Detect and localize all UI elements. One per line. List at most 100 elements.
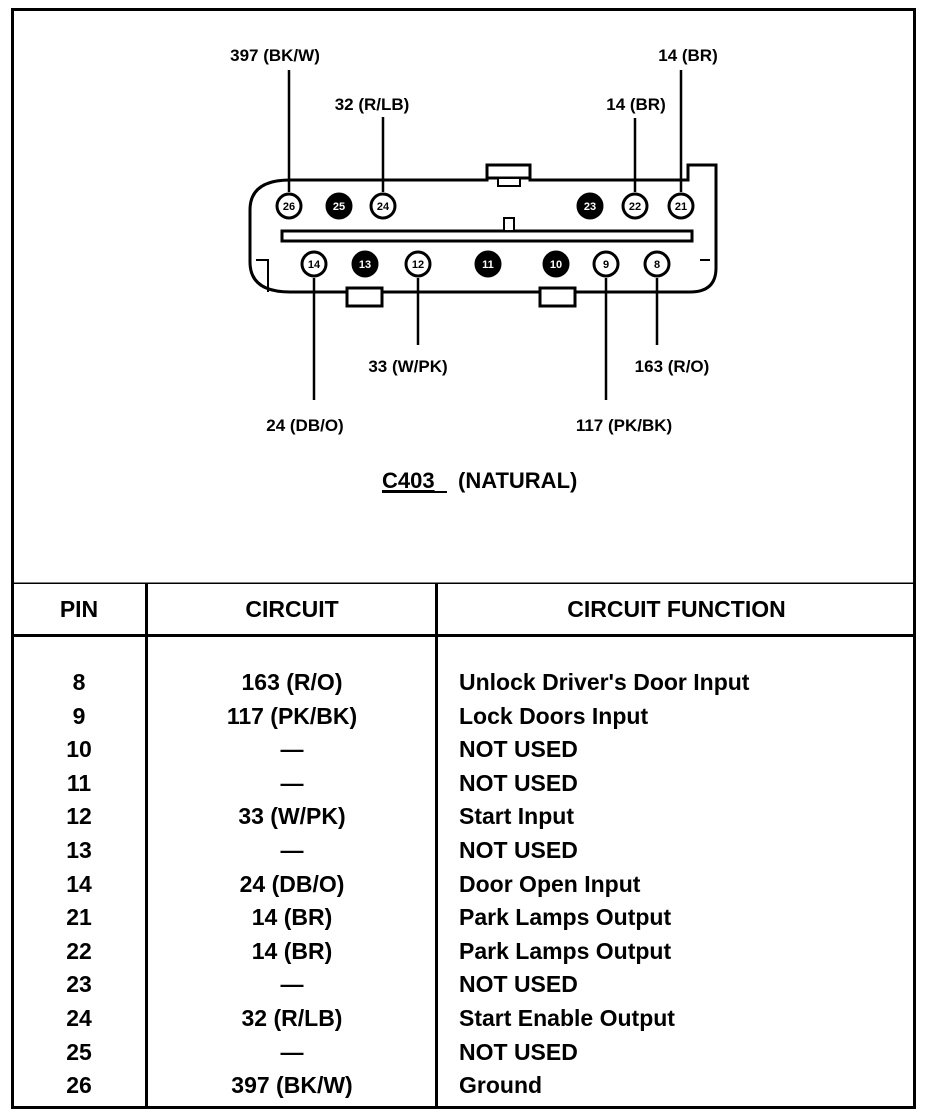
circuit-cell: —	[280, 971, 304, 998]
pin-cell: 25	[66, 1038, 92, 1065]
function-cell: Start Input	[459, 803, 574, 830]
callout-pin9: 117 (PK/BK)	[576, 416, 672, 435]
pin-14: 14	[300, 250, 328, 278]
function-cell: NOT USED	[459, 736, 578, 763]
circuit-cell: 33 (W/PK)	[238, 803, 346, 830]
table-row: 9 117 (PK/BK) Lock Doors Input	[11, 700, 916, 734]
pin-12: 12	[404, 250, 432, 278]
circuit-cell: —	[280, 1038, 304, 1065]
header-pin: PIN	[59, 596, 99, 622]
circuit-cell: 163 (R/O)	[241, 669, 343, 695]
svg-text:21: 21	[675, 201, 687, 213]
function-cell: Park Lamps Output	[459, 904, 672, 931]
table-row: 13 — NOT USED	[11, 834, 916, 868]
pin-cell: 22	[66, 937, 92, 964]
function-cell: NOT USED	[459, 971, 578, 998]
callout-pin21: 14 (BR)	[658, 46, 718, 65]
circuit-cell: 14 (BR)	[251, 904, 333, 931]
left-corner-tab	[256, 259, 269, 292]
function-cell: Lock Doors Input	[459, 702, 649, 729]
circuit-cell: —	[280, 836, 304, 863]
callout-pin22: 14 (BR)	[606, 95, 666, 114]
table-body: 8 163 (R/O) Unlock Driver's Door Input 9 117…	[11, 666, 916, 1103]
pin-cell: 26	[66, 1072, 92, 1099]
svg-text:24: 24	[377, 201, 390, 213]
pin-cell: 21	[66, 904, 92, 931]
pin-21: 21	[667, 192, 695, 220]
connector-caption-suffix: (NATURAL)	[458, 468, 577, 493]
pin-13: 13	[351, 250, 379, 278]
pin-24: 24	[369, 192, 397, 220]
svg-text:9: 9	[603, 259, 609, 271]
circuit-cell: —	[280, 769, 304, 796]
table-row: 21 14 (BR) Park Lamps Output	[11, 901, 916, 935]
callout-pin24: 32 (R/LB)	[335, 95, 410, 114]
pin-cell: 14	[66, 870, 92, 897]
table-row: 11 — NOT USED	[11, 767, 916, 801]
svg-text:26: 26	[283, 201, 295, 213]
bottom-key-left	[345, 286, 384, 308]
pin-cell: 8	[72, 669, 86, 695]
pin-cell: 12	[66, 803, 92, 830]
table-row: 24 32 (R/LB) Start Enable Output	[11, 1002, 916, 1036]
pin-cell: 13	[66, 836, 92, 863]
connector-name: C403	[382, 468, 435, 493]
pin-25: 25	[325, 192, 353, 220]
callout-pin8: 163 (R/O)	[635, 357, 710, 376]
function-cell: Unlock Driver's Door Input	[459, 669, 750, 695]
rib-key	[503, 217, 515, 232]
connector-latch	[485, 163, 532, 180]
circuit-cell: 32 (R/LB)	[241, 1004, 343, 1031]
latch-tab	[497, 177, 521, 187]
circuit-cell: 117 (PK/BK)	[226, 702, 358, 729]
table-row: 25 — NOT USED	[11, 1036, 916, 1070]
svg-text:23: 23	[584, 201, 596, 213]
function-cell: Ground	[459, 1072, 543, 1099]
connector-diagram: 26 25 24 23 22 21 14 13 12 11 10	[11, 46, 916, 584]
table-row: 26 397 (BK/W) Ground	[11, 1069, 916, 1103]
circuit-cell: 14 (BR)	[251, 937, 333, 964]
center-rib	[280, 229, 694, 243]
callout-pin14: 24 (DB/O)	[266, 416, 343, 435]
header-circuit: CIRCUIT	[245, 596, 339, 622]
svg-text:25: 25	[333, 201, 345, 213]
svg-text:8: 8	[654, 259, 660, 271]
function-cell: NOT USED	[459, 836, 578, 863]
pin-cell: 9	[72, 702, 86, 729]
svg-text:12: 12	[412, 259, 424, 271]
function-cell: NOT USED	[459, 769, 578, 796]
header-function: CIRCUIT FUNCTION	[567, 596, 786, 622]
svg-text:14: 14	[308, 259, 321, 271]
function-cell: Start Enable Output	[459, 1004, 675, 1031]
callout-pin12: 33 (W/PK)	[368, 357, 447, 376]
svg-text:11: 11	[482, 259, 494, 271]
pin-26: 26	[275, 192, 303, 220]
bottom-key-right	[538, 286, 577, 308]
pin-10: 10	[542, 250, 570, 278]
pin-cell: 24	[66, 1004, 92, 1031]
pin-22: 22	[621, 192, 649, 220]
pin-cell: 11	[66, 769, 92, 796]
col-divider-2	[435, 584, 438, 1109]
svg-text:13: 13	[359, 259, 371, 271]
pin-cell: 23	[66, 971, 92, 998]
function-cell: Park Lamps Output	[459, 937, 672, 964]
table-row: 23 — NOT USED	[11, 968, 916, 1002]
pin-8: 8	[643, 250, 671, 278]
function-cell: Door Open Input	[459, 870, 641, 897]
table-row: 8 163 (R/O) Unlock Driver's Door Input	[11, 666, 916, 700]
circuit-cell: —	[280, 736, 304, 763]
col-divider-1	[145, 584, 148, 1109]
function-cell: NOT USED	[459, 1038, 578, 1065]
svg-text:10: 10	[550, 259, 562, 271]
table-row: 10 — NOT USED	[11, 733, 916, 767]
pin-23: 23	[576, 192, 604, 220]
svg-text:22: 22	[629, 201, 641, 213]
pin-11: 11	[474, 250, 502, 278]
outer-frame	[11, 8, 916, 1109]
pin-9: 9	[592, 250, 620, 278]
circuit-cell: 397 (BK/W)	[231, 1072, 353, 1099]
pin-cell: 10	[66, 736, 92, 763]
pin-table: PIN CIRCUIT CIRCUIT FUNCTION 8 163 (R/O) U…	[11, 584, 916, 1109]
